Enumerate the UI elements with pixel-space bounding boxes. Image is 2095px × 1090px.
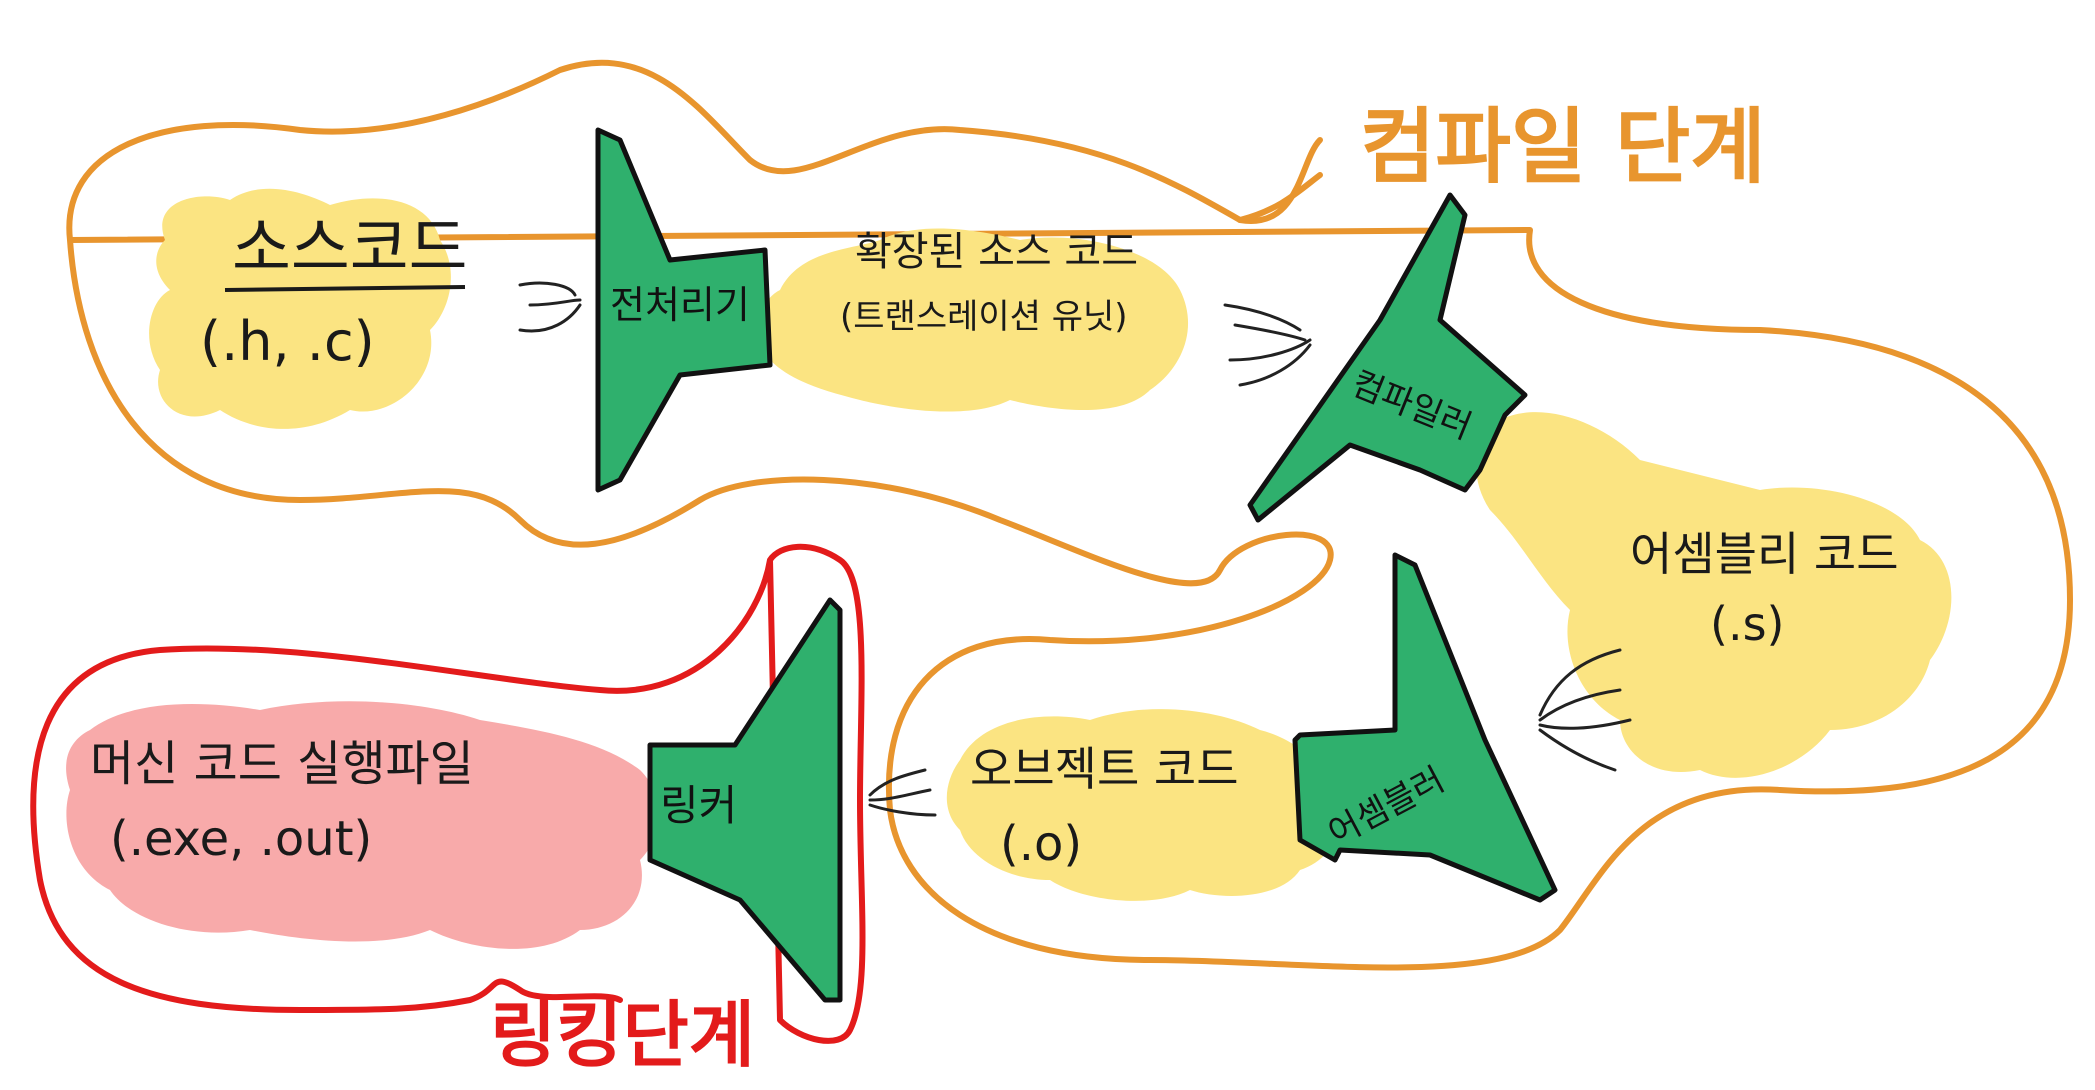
arrow-object-to-linker (868, 768, 937, 817)
machine-code-ext: (.exe, .out) (110, 811, 372, 867)
linker-funnel (647, 597, 843, 1003)
source-code-underline (224, 285, 466, 292)
compiler-funnel (1247, 192, 1528, 523)
source-code-title: 소스코드 (232, 212, 468, 286)
arrow-assembly-to-assembler (1538, 648, 1632, 772)
expanded-source-blob (759, 228, 1189, 412)
link-stage-title: 링킹단계 (490, 993, 755, 1077)
assembly-code-title: 어셈블리 코드 (1630, 527, 1899, 581)
assembler-funnel (1292, 552, 1558, 903)
object-code-ext: (.o) (1000, 816, 1082, 872)
link-stage-outline (30, 543, 866, 1044)
machine-code-blob (66, 701, 659, 949)
compile-stage-title: 컴파일 단계 (1360, 100, 1766, 195)
source-code-blob (149, 188, 451, 429)
machine-code-title: 머신 코드 실행파일 (90, 736, 474, 792)
arrow-expanded-to-compiler (1223, 303, 1312, 387)
expanded-source-title: 확장된 소스 코드 (855, 229, 1138, 275)
arrow-source-to-preprocessor (518, 281, 582, 333)
preprocessor-funnel (595, 127, 773, 493)
expanded-source-ext: (트랜스레이션 유닛) (840, 297, 1128, 337)
assembly-code-ext: (.s) (1710, 597, 1784, 651)
preprocessor-label: 전처리기 (610, 283, 750, 327)
source-code-ext: (.h, .c) (200, 310, 375, 373)
compile-stage-outline-tail (1237, 172, 1323, 223)
assembly-code-blob (1476, 412, 1952, 778)
compile-stage-outline (66, 59, 2073, 971)
linker-label: 링커 (660, 781, 737, 830)
object-code-title: 오브젝트 코드 (970, 742, 1239, 796)
object-code-blob (946, 709, 1339, 901)
